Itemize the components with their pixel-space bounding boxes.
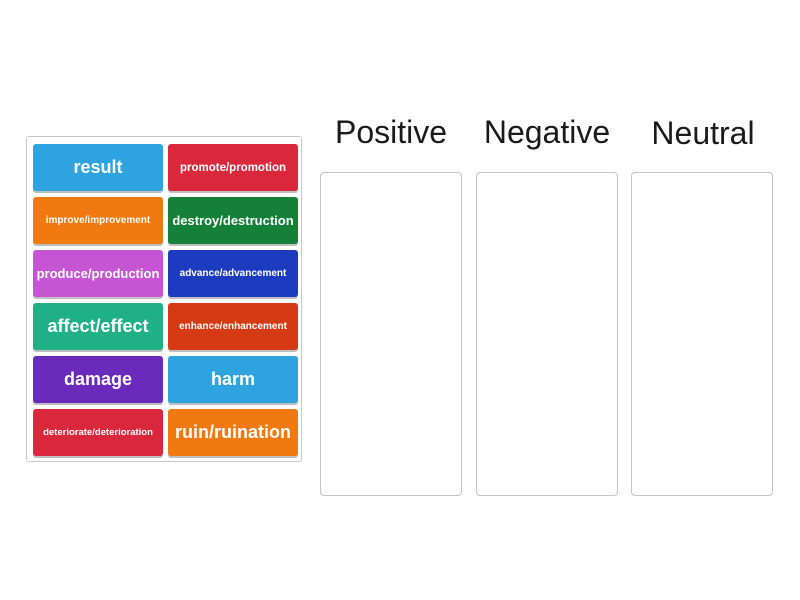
word-bank: result promote/promotion improve/improve… [26,136,302,462]
tile-result[interactable]: result [33,144,163,191]
tile-deteriorate-deterioration[interactable]: deteriorate/deterioration [33,409,163,456]
drop-zone-positive[interactable] [320,172,462,496]
tile-advance-advancement[interactable]: advance/advancement [168,250,298,297]
drop-zone-neutral[interactable] [631,172,773,496]
tile-affect-effect[interactable]: affect/effect [33,303,163,350]
category-header-negative: Negative [483,114,611,150]
category-header-positive: Positive [334,114,448,150]
tile-promote-promotion[interactable]: promote/promotion [168,144,298,191]
tile-ruin-ruination[interactable]: ruin/ruination [168,409,298,456]
tile-destroy-destruction[interactable]: destroy/destruction [168,197,298,244]
drop-zone-negative[interactable] [476,172,618,496]
tile-produce-production[interactable]: produce/production [33,250,163,297]
tile-damage[interactable]: damage [33,356,163,403]
category-header-neutral: Neutral [651,115,755,151]
tile-enhance-enhancement[interactable]: enhance/enhancement [168,303,298,350]
tile-harm[interactable]: harm [168,356,298,403]
tile-improve-improvement[interactable]: improve/improvement [33,197,163,244]
